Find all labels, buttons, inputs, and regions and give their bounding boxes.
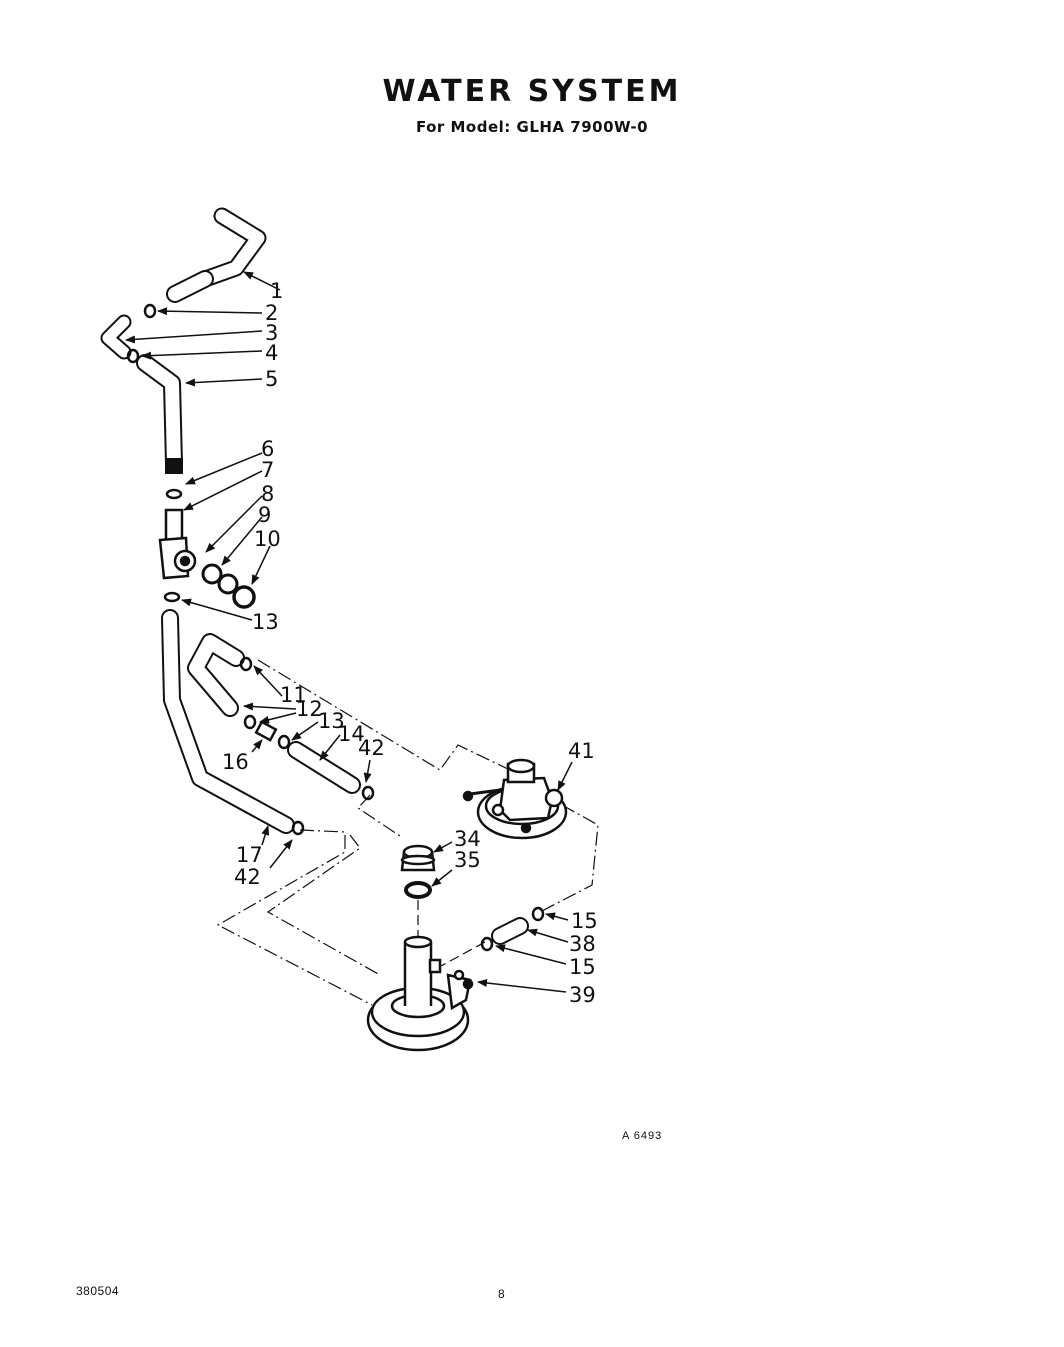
leader-lines — [125, 271, 573, 993]
hose-clamp-4 — [126, 348, 140, 364]
callout-15-upper: 15 — [571, 909, 598, 933]
hose-clamp-42-upper — [361, 785, 375, 801]
tee-fitting — [158, 508, 197, 580]
callout-11: 11 — [280, 683, 307, 707]
callout-3: 3 — [265, 321, 278, 345]
hose-clamp-11 — [239, 656, 253, 672]
hose-clamp-15-upper — [531, 906, 545, 922]
callout-39: 39 — [569, 983, 596, 1007]
callout-4: 4 — [265, 341, 278, 365]
callout-8: 8 — [261, 482, 274, 506]
long-hose — [161, 609, 295, 834]
u-hose — [187, 633, 245, 717]
gasket-35 — [404, 881, 432, 899]
callout-14: 14 — [338, 722, 365, 746]
callout-34: 34 — [454, 827, 481, 851]
hose-clamp-12 — [243, 714, 257, 730]
callout-35: 35 — [454, 848, 481, 872]
hose-38 — [491, 917, 529, 945]
seal-34 — [400, 844, 436, 872]
callout-42-upper: 42 — [358, 736, 385, 760]
callout-13-lower: 13 — [318, 709, 345, 733]
callout-6: 6 — [261, 437, 274, 461]
connector-16 — [254, 720, 278, 742]
page-number: 8 — [498, 1287, 505, 1301]
hose-clamp-15-lower — [480, 936, 494, 952]
o-ring-10b — [232, 585, 256, 609]
callout-12: 12 — [296, 697, 323, 721]
hose-clamp-7 — [165, 488, 183, 500]
page-title: WATER SYSTEM — [382, 74, 682, 109]
pump-assembly — [462, 758, 568, 840]
callout-41: 41 — [568, 739, 595, 763]
callout-2: 2 — [265, 301, 278, 325]
inlet-hose — [166, 207, 267, 303]
callout-10: 10 — [254, 527, 281, 551]
elbow-fitting — [100, 314, 132, 360]
document-number: 380504 — [76, 1284, 120, 1298]
hose-clamp-42-lower — [291, 820, 305, 836]
callout-38: 38 — [569, 932, 596, 956]
o-ring-9 — [201, 563, 223, 585]
model-subtitle: For Model: GLHA 7900W-0 — [415, 118, 649, 136]
hose-clamp-13 — [163, 591, 181, 603]
callout-1: 1 — [270, 279, 283, 303]
callout-13: 13 — [252, 610, 279, 634]
callout-9: 9 — [258, 503, 271, 527]
callout-16: 16 — [222, 750, 249, 774]
hose-clamp-2 — [143, 303, 157, 319]
callout-42-lower: 42 — [234, 865, 261, 889]
callout-5: 5 — [265, 367, 278, 391]
short-hose — [287, 741, 361, 794]
base-assembly — [366, 935, 474, 1052]
hose-clamp-13-lower — [277, 734, 291, 750]
o-ring-10a — [217, 573, 239, 595]
figure-reference: A 6493 — [622, 1130, 663, 1142]
callout-7: 7 — [261, 458, 274, 482]
callout-15-lower: 15 — [569, 955, 596, 979]
callout-labels: 1 2 3 4 5 6 7 8 9 10 13 11 12 13 14 42 1… — [222, 279, 598, 1007]
callout-17: 17 — [236, 843, 263, 867]
flow-lines — [216, 659, 599, 1006]
vertical-hose — [136, 354, 183, 474]
